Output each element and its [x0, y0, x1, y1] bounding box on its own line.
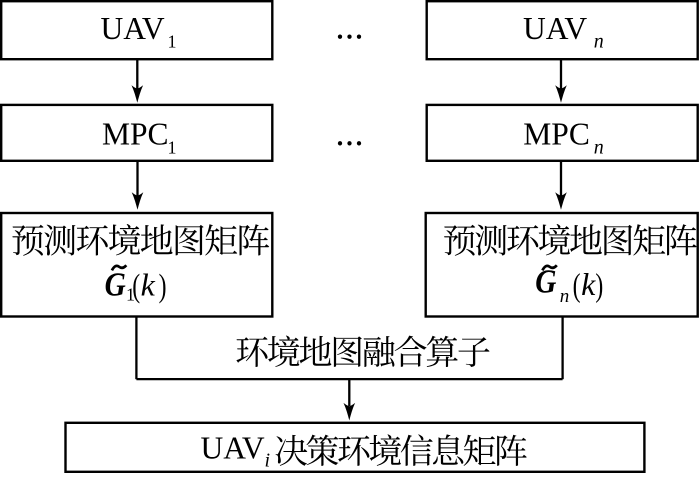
svg-text:(: ( — [573, 267, 581, 304]
svg-text:n: n — [594, 30, 604, 52]
svg-text:1: 1 — [168, 138, 177, 158]
svg-text:(: ( — [132, 268, 140, 305]
svg-text:): ) — [159, 268, 167, 305]
svg-text:1: 1 — [126, 285, 135, 305]
svg-text:G: G — [105, 266, 126, 304]
svg-text:): ) — [595, 267, 603, 304]
svg-text:UAV: UAV — [523, 11, 587, 46]
svg-text:UAV: UAV — [201, 430, 265, 465]
svg-text:MPC: MPC — [523, 116, 590, 151]
svg-text:n: n — [560, 286, 570, 307]
svg-text:MPC: MPC — [102, 117, 169, 152]
svg-text:G: G — [535, 262, 556, 300]
svg-text:UAV: UAV — [101, 11, 165, 46]
svg-text:k: k — [141, 267, 156, 303]
svg-text:k: k — [581, 266, 596, 302]
svg-text:1: 1 — [168, 31, 177, 51]
svg-text:n: n — [594, 136, 604, 158]
svg-text:i: i — [265, 450, 271, 472]
